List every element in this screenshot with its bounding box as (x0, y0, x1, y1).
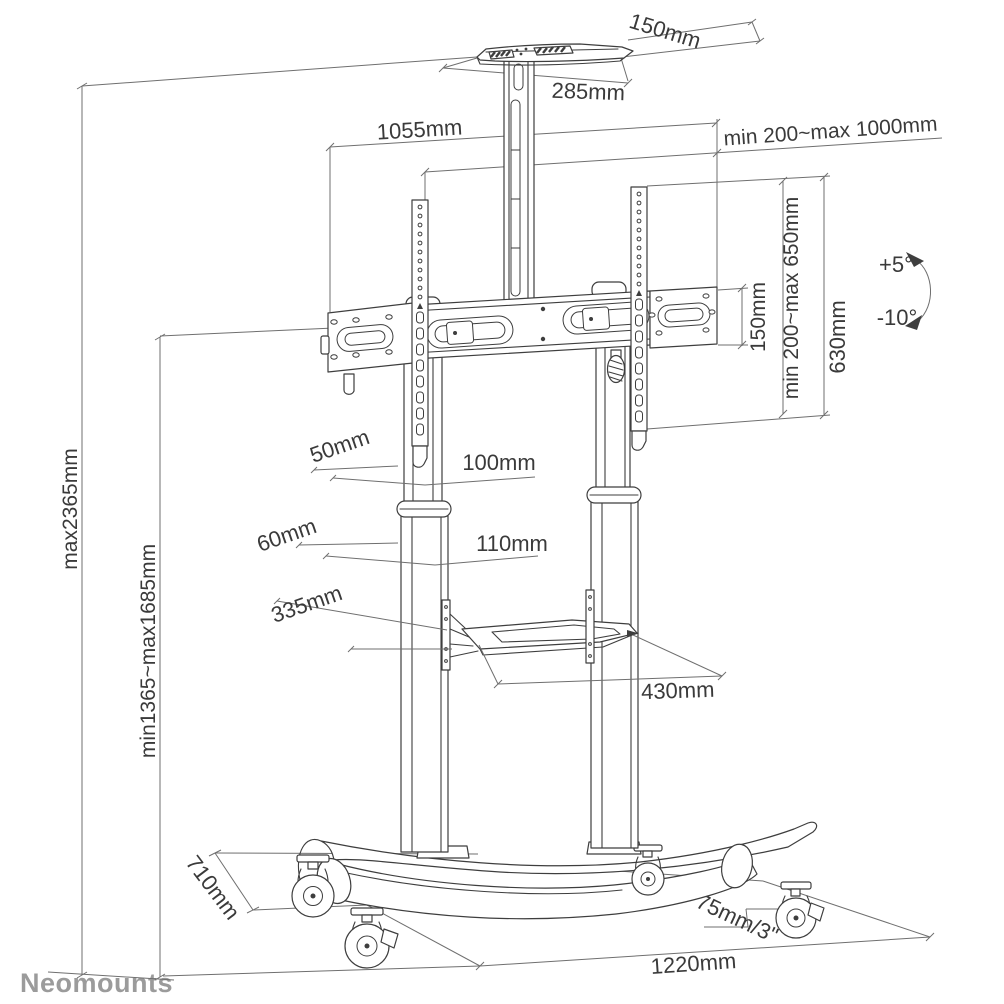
dim-label-upper-column-depth: 50mm (307, 424, 373, 468)
shelf-right-bracket (585, 589, 595, 664)
right-column-lower (590, 500, 639, 849)
caster-front-right (775, 881, 825, 939)
dim-total-height (47, 56, 478, 981)
dim-label-height-range: min1365~max1685mm (137, 544, 160, 758)
base-tube-right-cap (721, 843, 753, 889)
mount-crossbar (320, 286, 718, 395)
dim-label-tray-width: 285mm (551, 78, 625, 106)
caster-front-left (344, 907, 399, 969)
dim-tray-width (438, 57, 633, 88)
dim-label-shelf-depth: 335mm (268, 580, 346, 628)
av-shelf (441, 589, 639, 671)
base-tube (326, 856, 758, 920)
dim-tray-depth (621, 18, 765, 58)
brand-logo: Neomounts (20, 968, 173, 998)
caster-brake (807, 902, 825, 922)
left-column-lower (400, 515, 449, 853)
dim-label-shelf-width: 430mm (641, 677, 715, 705)
dim-lower-column (295, 541, 539, 566)
tilt-indicator: +5° -10° (877, 252, 931, 330)
dim-label-lower-column-depth: 60mm (254, 513, 320, 557)
crossbar-slot-left (426, 315, 514, 349)
shelf-tip-arrow (627, 630, 639, 637)
dim-label-caster-size: 75mm/3" (692, 888, 782, 948)
dim-label-upper-column-width: 100mm (462, 450, 535, 475)
casters (291, 844, 825, 969)
base-horn (297, 839, 322, 881)
dim-label-vesa-height-range: min 200~max 650mm (780, 197, 803, 400)
dim-label-tray-depth: 150mm (626, 8, 703, 53)
caster-brake (380, 928, 399, 949)
dim-shelf-width (478, 634, 727, 689)
vesa-rails (411, 186, 648, 468)
caster-rear-left (291, 854, 335, 918)
dim-vesa-width-range (420, 119, 943, 288)
tilt-up-arrowhead (906, 252, 924, 267)
left-plate-hook (343, 373, 355, 395)
dim-label-lower-column-width: 110mm (476, 531, 548, 556)
base-plate (320, 821, 818, 875)
dim-upper-column (310, 465, 536, 486)
dim-label-plate-height: 150mm (747, 282, 770, 352)
dim-shelf-depth (273, 597, 452, 653)
tilt-down-arrowhead (905, 315, 922, 330)
camera-pole-slot (510, 99, 521, 297)
dim-right-stack (646, 172, 831, 430)
dim-label-vesa-width-range: min 200~max 1000mm (723, 113, 938, 151)
caster-rear-right (631, 844, 665, 896)
columns (396, 281, 642, 853)
dim-height-range (154, 327, 335, 981)
left-rail-hook (412, 445, 428, 468)
dim-label-crossbar-width: 1055mm (376, 114, 463, 144)
tilt-down-label: -10° (877, 305, 918, 330)
dim-label-base-depth: 710mm (181, 851, 245, 925)
shelf-left-bracket (441, 599, 451, 671)
dim-label-base-width: 1220mm (650, 948, 737, 979)
camera-shelf-assembly (476, 43, 634, 307)
dim-label-total-height: max2365mm (59, 448, 82, 569)
dim-label-rail-height: 630mm (825, 300, 850, 373)
crossbar-slot-right (562, 301, 650, 335)
right-rail-hook (631, 430, 647, 451)
tilt-up-label: +5° (879, 252, 913, 277)
